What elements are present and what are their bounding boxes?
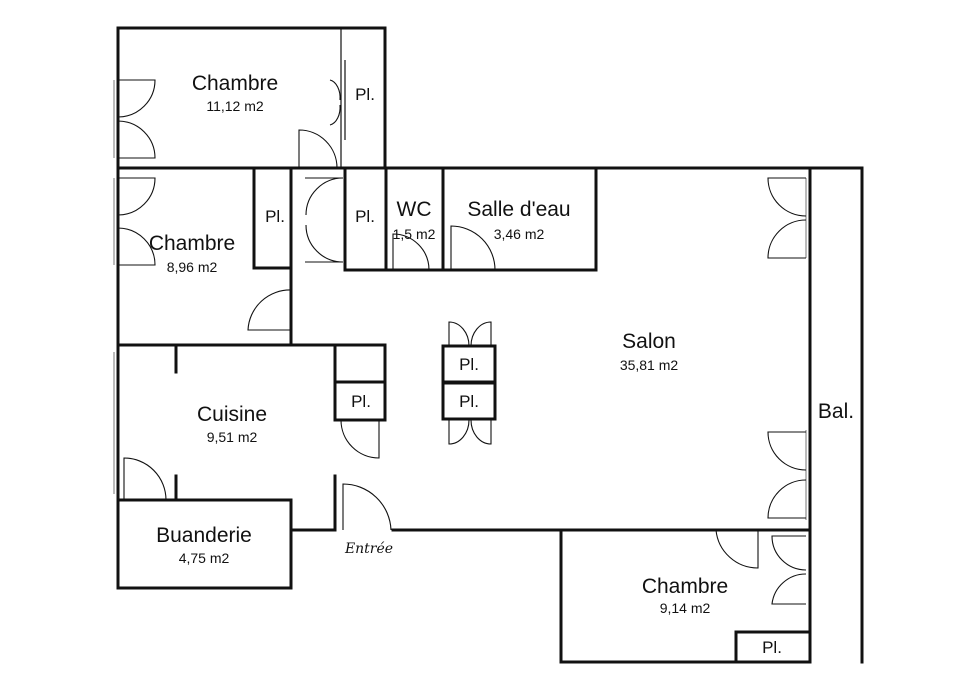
walls	[116, 26, 864, 664]
room-balcon: Bal.	[818, 400, 854, 423]
room-area: 1,5 m2	[393, 226, 436, 242]
room-name: Chambre	[192, 72, 278, 95]
room-name: Cuisine	[197, 403, 267, 426]
closet-label: Pl.	[355, 207, 375, 226]
room-salle-eau: Salle d'eau 3,46 m2	[467, 198, 570, 242]
room-name: Salon	[622, 330, 676, 353]
closet-label: Pl.	[459, 355, 479, 374]
closet-label: Pl.	[351, 392, 371, 411]
room-area: 35,81 m2	[620, 357, 679, 373]
room-salon: Salon 35,81 m2	[620, 330, 679, 373]
room-name: WC	[397, 198, 432, 221]
closet-label: Pl.	[762, 638, 782, 657]
room-chambre-3: Chambre 9,14 m2	[642, 575, 728, 616]
room-chambre-2: Chambre 8,96 m2	[149, 232, 235, 275]
room-wc: WC 1,5 m2	[393, 198, 436, 242]
room-name: Salle d'eau	[467, 198, 570, 221]
windows	[113, 80, 807, 520]
room-area: 11,12 m2	[206, 98, 264, 114]
room-name: Chambre	[642, 575, 728, 598]
room-chambre-1: Chambre 11,12 m2	[192, 72, 278, 114]
room-area: 3,46 m2	[494, 226, 545, 242]
room-area: 4,75 m2	[179, 550, 230, 566]
room-cuisine: Cuisine 9,51 m2	[197, 403, 267, 445]
room-buanderie: Buanderie 4,75 m2	[156, 524, 252, 566]
room-area: 8,96 m2	[167, 259, 218, 275]
entrance-label: Entrée	[344, 541, 393, 557]
room-name: Buanderie	[156, 524, 252, 547]
room-area: 9,14 m2	[660, 600, 711, 616]
room-area: 9,51 m2	[207, 429, 258, 445]
room-name: Chambre	[149, 232, 235, 255]
doors	[117, 79, 807, 605]
room-name: Bal.	[818, 400, 854, 423]
closet-label: Pl.	[355, 85, 375, 104]
closet-label: Pl.	[265, 207, 285, 226]
closet-label: Pl.	[459, 392, 479, 411]
